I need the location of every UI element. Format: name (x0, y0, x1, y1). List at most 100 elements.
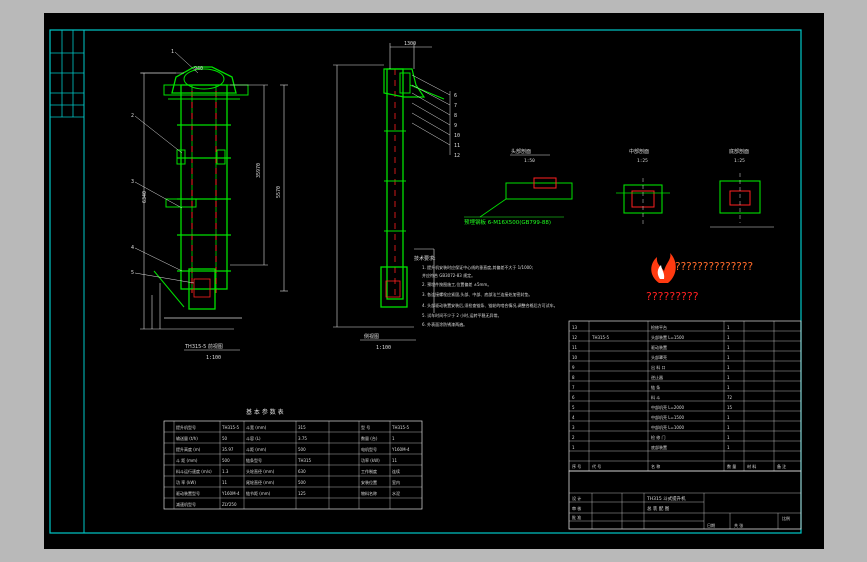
parts-cell: 中部机壳 L=1500 (651, 414, 684, 420)
right-label-2: 数量 (台) (361, 435, 378, 441)
tech-note-1: 1. 提升机安装时应保证中心线的垂直度,其偏差不大于 1/1000; (422, 264, 533, 270)
right-label-6: 安装位置 (361, 479, 377, 485)
param-value-3: 35.97 (222, 447, 234, 452)
tech-note-5: 5. 试车时间不少于 2 小时,运转平稳无异常。 (422, 312, 501, 318)
param-label-7: 驱动装置型号 (176, 490, 200, 496)
parts-cell: 1 (727, 425, 730, 430)
section-b: 中部剖面 1:25 (616, 148, 670, 225)
param-label-8: 减速机型号 (176, 501, 196, 507)
front-view: 6340 35970 5570 940 1 2 3 4 5 TH315-5 前视… (131, 49, 288, 361)
parts-header-cell: 材 料 (747, 463, 756, 469)
dim-side-top: 1300 (404, 41, 416, 47)
drawing-subtitle: 总 装 配 图 (647, 505, 670, 512)
right-label-7: 物料名称 (361, 490, 377, 496)
mid-label-1: 斗宽 (mm) (246, 424, 267, 430)
right-label-3: 电机型号 (361, 446, 377, 452)
mid-label-2: 斗容 (L) (246, 435, 261, 441)
parts-cell: 1 (727, 325, 730, 330)
front-dimensions (140, 72, 288, 330)
dim-overall: 6340 (142, 191, 148, 203)
right-value-5: 连续 (392, 468, 400, 474)
parts-cell: 中部机壳 L=1000 (651, 424, 684, 430)
callout-6: 6 (454, 93, 457, 99)
parts-cell: 料 斗 (651, 394, 660, 400)
mid-label-6: 尾轮直径 (mm) (246, 479, 275, 485)
parts-cell: 中部机壳 L=2000 (651, 404, 684, 410)
right-label-4: 功率 (kW) (361, 457, 380, 463)
side-view: 1300 6 7 8 9 10 11 12 侧视图 1:100 (333, 41, 460, 351)
title-block: TH315 斗式提升机 总 装 配 图 设 计 审 核 批 准 比例 日期 共 … (568, 470, 802, 530)
parts-cell: 7 (572, 385, 575, 390)
side-view-scale: 1:100 (376, 345, 391, 351)
parts-cell: 底部装置 (651, 444, 667, 450)
parts-header-cell: 序 号 (572, 463, 581, 469)
parts-cell: 头部装置 L=1500 (651, 334, 684, 340)
sheet-label: 共 张 (734, 522, 743, 528)
param-value-7: Y160M-4 (221, 491, 240, 496)
dim-front-width: 940 (194, 66, 203, 72)
parts-cell: 链 条 (651, 384, 660, 390)
tech-note-3: 3. 各连接螺栓应紧固,头部、中部、底部法兰连接处加密封垫。 (422, 291, 532, 297)
mid-value-3: 500 (298, 447, 306, 452)
callout-4: 4 (131, 245, 134, 251)
parts-cell: 1 (727, 375, 730, 380)
tech-notes-title: 技术要求: (414, 255, 436, 262)
right-value-7: 水泥 (392, 490, 400, 496)
drawn-label: 设 计 (572, 495, 581, 501)
param-value-6: 11 (222, 480, 228, 485)
callout-10: 10 (454, 133, 460, 139)
flame-icon (651, 253, 676, 283)
inner-frame (83, 29, 802, 534)
front-view-scale: 1:100 (206, 355, 221, 361)
right-value-6: 室内 (392, 479, 400, 485)
dim-front-height: 35970 (256, 163, 262, 178)
parts-cell: 1 (727, 355, 730, 360)
boot-section (188, 268, 216, 310)
section-b-scale: 1:25 (637, 158, 648, 164)
mid-label-7: 链节距 (mm) (246, 490, 271, 496)
parts-cell: 1 (727, 435, 730, 440)
logo: ?????????????? ????????? (646, 253, 753, 303)
mid-label-4: 链条型号 (246, 457, 262, 463)
callout-11: 11 (454, 143, 460, 149)
dim-right-height: 5570 (276, 186, 282, 198)
binding-strip (50, 30, 84, 118)
param-label-5: 料斗运行速度 (m/s) (176, 468, 212, 474)
section-a: 头部剖面 1:50 预埋钢板 6-M16X500(GB799-88) (464, 148, 573, 226)
right-value-4: 11 (392, 458, 398, 463)
parts-header-cell: 备 注 (777, 463, 786, 469)
parts-cell: 4 (572, 415, 575, 420)
right-value-2: 1 (392, 436, 395, 441)
callout-5: 5 (131, 270, 134, 276)
mid-value-5: 630 (298, 469, 306, 474)
chain-centerline (191, 91, 217, 293)
mid-label-5: 头轮直径 (mm) (246, 468, 275, 474)
section-c-scale: 1:25 (734, 158, 745, 164)
callout-7: 7 (454, 103, 457, 109)
section-a-title: 头部剖面 (511, 148, 531, 155)
tech-note-6: 6. 外表面涂防锈漆两遍。 (422, 321, 467, 327)
date-label: 日期 (707, 522, 715, 528)
tech-note-1b: 并应符合 GB3072-83 规定。 (422, 272, 475, 278)
param-label-1: 提升机型号 (176, 424, 196, 430)
parts-header-cell: 名 称 (651, 463, 660, 469)
section-c: 底部剖面 1:25 (710, 148, 774, 228)
front-casing (180, 84, 228, 290)
parts-cell: 72 (727, 395, 733, 400)
mid-value-4: TH315 (297, 458, 312, 463)
front-view-title: TH315-5 前视图 (184, 343, 223, 350)
parts-cell: 1 (727, 385, 730, 390)
section-b-title: 中部剖面 (629, 148, 649, 155)
right-label-5: 工作制度 (361, 468, 377, 474)
right-value-1: TH315-5 (391, 425, 410, 430)
parts-cell: 12 (572, 335, 578, 340)
parts-cell: 13 (572, 325, 578, 330)
mid-value-1: 315 (298, 425, 306, 430)
callout-1: 1 (171, 49, 174, 55)
parts-cell: 5 (572, 405, 575, 410)
mid-value-6: 500 (298, 480, 306, 485)
param-label-4: 斗 距 (mm) (176, 458, 198, 463)
parts-cell: 驱动装置 (651, 344, 667, 350)
parts-cell: 逆止器 (651, 374, 663, 380)
approved-label: 批 准 (572, 514, 581, 520)
